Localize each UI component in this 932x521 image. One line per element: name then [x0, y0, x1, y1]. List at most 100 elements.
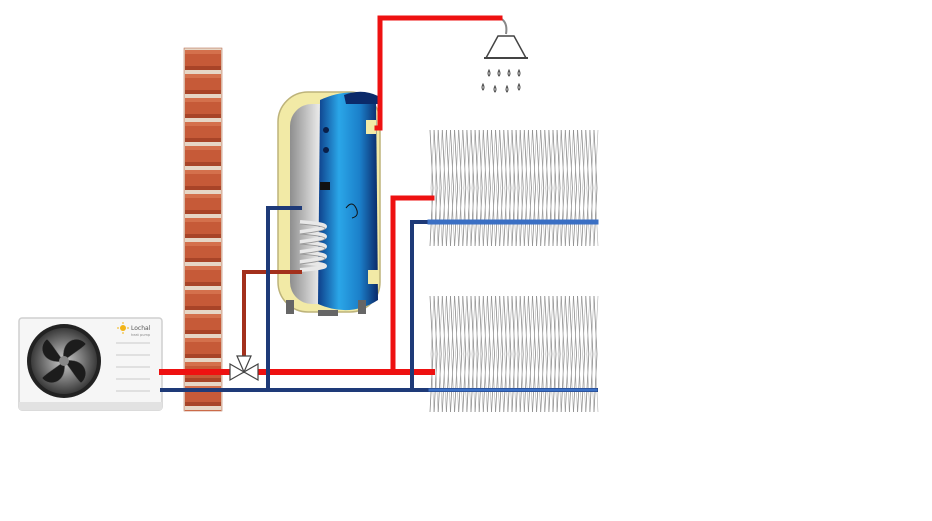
radiator-fin-shade — [488, 295, 492, 413]
radiator-fin — [437, 295, 442, 413]
radiator-fin — [573, 129, 577, 247]
radiator-fin-shade — [570, 129, 574, 247]
radiator-fin-shade — [516, 129, 521, 247]
brand-tagline: heat pump — [131, 333, 151, 337]
radiator-fin-shade — [594, 295, 599, 413]
radiator-fin-shade — [557, 295, 562, 413]
radiator-fin-shade — [586, 129, 591, 247]
radiator-fin-shade — [451, 295, 455, 413]
radiator-fin — [532, 129, 536, 247]
radiator-fin — [523, 295, 528, 413]
outdoor-heat-pump-unit: Lochal heat pump — [18, 317, 163, 411]
radiator-fin — [528, 295, 532, 413]
radiator-fin-shade — [492, 129, 496, 247]
radiator-fin — [462, 129, 467, 247]
radiator-fin — [577, 129, 582, 247]
radiator-fin — [478, 129, 483, 247]
radiator-flow-riser — [390, 195, 435, 375]
radiator-fin-shade — [561, 129, 566, 247]
radiator-fin — [589, 129, 594, 247]
radiator-fin — [569, 295, 573, 413]
radiator-fin — [511, 295, 516, 413]
sun-logo-icon — [117, 322, 129, 334]
radiator-fin-shade — [520, 129, 525, 247]
radiator-fin — [433, 129, 438, 247]
radiator-fin-shade — [504, 295, 509, 413]
radiator-fin-shade — [512, 129, 517, 247]
radiator-fin — [499, 295, 504, 413]
radiator-fin — [487, 295, 491, 413]
radiator-fin — [470, 295, 475, 413]
radiator-fin-shade — [459, 295, 463, 413]
radiator-fin — [593, 295, 598, 413]
radiator-fin — [544, 129, 549, 247]
radiator-fin — [491, 295, 495, 413]
radiator-fin — [573, 295, 577, 413]
shower-head-icon — [481, 17, 528, 93]
radiator-fin-shade — [475, 295, 480, 413]
coil-return-pipe — [266, 206, 302, 392]
heating-coil-shade — [299, 223, 326, 265]
radiator-fin-shade — [483, 129, 488, 247]
radiator-fin-shade — [594, 129, 599, 247]
radiator-fin-shade — [430, 295, 435, 413]
radiator-fin-shade — [430, 129, 435, 247]
radiator-fin-shade — [578, 295, 582, 413]
radiator-fin-shade — [586, 295, 591, 413]
radiator-fin-shade — [496, 295, 500, 413]
radiator-fin-shade — [496, 129, 500, 247]
radiator-fin — [589, 295, 594, 413]
radiator-fin-shade — [565, 129, 570, 247]
radiator-fin-shade — [590, 129, 595, 247]
radiator-fin-shade — [508, 129, 513, 247]
radiator-fin — [511, 129, 516, 247]
radiator-fin — [495, 129, 500, 247]
radiator-fin — [450, 129, 454, 247]
radiator-fin-shade — [463, 295, 468, 413]
hot-water-outlet-pipe — [374, 15, 503, 131]
radiator-fin-shade — [504, 129, 509, 247]
radiator-lower — [429, 295, 599, 413]
radiator-fin — [585, 295, 590, 413]
radiator-fin — [585, 129, 590, 247]
radiator-fin-shade — [541, 295, 545, 413]
radiator-fin-shade — [590, 295, 595, 413]
radiator-fin — [515, 129, 520, 247]
radiator-fin — [470, 129, 475, 247]
radiator-fin-shade — [434, 129, 439, 247]
radiator-fin — [491, 129, 495, 247]
radiator-fin-shade — [582, 129, 586, 247]
radiator-fin-shade — [471, 295, 476, 413]
radiator-fin-shade — [447, 295, 451, 413]
radiator-fin-shade — [447, 129, 451, 247]
radiator-fin — [454, 129, 459, 247]
radiator-fin-shade — [537, 129, 541, 247]
radiator-fin-shade — [467, 295, 472, 413]
radiator-fin — [560, 129, 565, 247]
radiator-fin-shade — [545, 129, 550, 247]
radiator-fin-shade — [533, 295, 537, 413]
radiator-fin — [593, 129, 598, 247]
radiator-fin-shade — [561, 295, 566, 413]
radiator-fin-shade — [524, 129, 529, 247]
radiator-fin-shade — [582, 295, 586, 413]
radiator-fin-shade — [479, 295, 484, 413]
hot-water-cylinder — [277, 91, 381, 316]
radiator-fin — [433, 295, 438, 413]
radiator-fin — [462, 295, 467, 413]
radiator-fin-shade — [459, 129, 463, 247]
radiator-fin-shade — [553, 129, 558, 247]
radiator-fin — [532, 295, 536, 413]
radiator-fin-shade — [545, 295, 550, 413]
radiator-fin — [441, 129, 446, 247]
radiator-fin-shade — [467, 129, 472, 247]
three-way-valve-icon — [229, 355, 259, 382]
radiator-fin — [581, 129, 586, 247]
radiator-fin-shade — [451, 129, 455, 247]
radiator-fin — [495, 295, 500, 413]
radiator-fin — [536, 295, 541, 413]
radiator-fin — [523, 129, 528, 247]
radiator-fin — [474, 129, 479, 247]
radiator-fin — [564, 295, 569, 413]
